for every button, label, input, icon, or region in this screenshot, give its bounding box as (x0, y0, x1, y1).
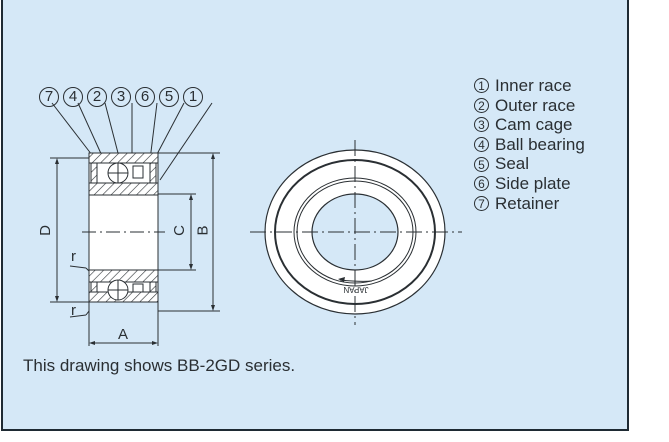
callout-row: 7 4 2 3 6 5 1 (39, 87, 203, 107)
ring-marking: JAPAN (343, 285, 368, 294)
legend-item: 4 Ball bearing (474, 135, 585, 155)
legend-number: 1 (474, 78, 489, 94)
dim-label-d: D (36, 225, 54, 236)
callout-1: 1 (183, 87, 203, 107)
legend-number: 4 (474, 137, 489, 153)
legend-item: 3 Cam cage (474, 115, 585, 135)
dim-label-b: B (194, 225, 212, 236)
legend-label: Seal (495, 154, 530, 174)
legend-item: 1 Inner race (474, 76, 585, 96)
drawing-caption: This drawing shows BB-2GD series. (23, 356, 296, 375)
legend-label: Ball bearing (495, 134, 585, 154)
callout-7: 7 (39, 87, 59, 107)
callout-5: 5 (159, 87, 179, 107)
legend-number: 2 (474, 97, 489, 113)
legend-label: Side plate (495, 173, 571, 193)
front-view (250, 140, 462, 325)
legend-label: Outer race (495, 95, 576, 115)
callout-3: 3 (111, 87, 131, 107)
callout-2: 2 (87, 87, 107, 107)
legend-number: 3 (474, 117, 489, 133)
dim-label-r-bottom: r (71, 302, 76, 319)
legend-label: Cam cage (495, 115, 573, 135)
legend-item: 7 Retainer (474, 194, 585, 214)
legend-number: 7 (474, 195, 489, 211)
dim-label-r-top: r (71, 248, 76, 265)
legend-number: 6 (474, 176, 489, 192)
legend-label: Inner race (495, 76, 572, 95)
legend-label: Retainer (495, 193, 560, 213)
callout-4: 4 (63, 87, 83, 107)
legend-number: 5 (474, 156, 489, 172)
legend-item: 2 Outer race (474, 96, 585, 116)
callout-6: 6 (135, 87, 155, 107)
legend-item: 6 Side plate (474, 174, 585, 194)
dim-label-c: C (170, 225, 188, 236)
parts-legend: 1 Inner race 2 Outer race 3 Cam cage 4 Ball … (474, 76, 585, 213)
dim-label-a: A (118, 326, 129, 343)
legend-item: 5 Seal (474, 154, 585, 174)
